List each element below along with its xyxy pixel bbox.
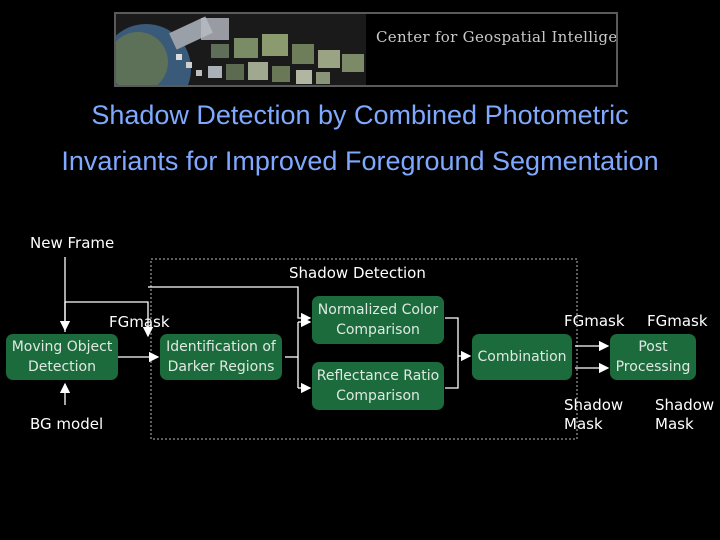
moving-object-detection-box: Moving Object Detection bbox=[6, 334, 118, 380]
post-processing-text: Post Processing bbox=[615, 339, 691, 375]
combination-box: Combination bbox=[472, 334, 572, 380]
shadow-mask-label-right: Shadow Mask bbox=[655, 396, 715, 433]
page-title-line-2: Invariants for Improved Foreground Segme… bbox=[61, 146, 659, 176]
moving-object-detection-text: Moving Object Detection bbox=[11, 339, 113, 375]
reflectance-ratio-comparison-text: Reflectance Ratio Comparison bbox=[316, 368, 440, 404]
fgmask-label-right: FGmask bbox=[647, 312, 708, 330]
post-processing-box: Post Processing bbox=[610, 334, 696, 380]
new-frame-label: New Frame bbox=[30, 234, 115, 252]
connector-frame-to-normalized bbox=[148, 286, 312, 324]
satellite-imagery-collage bbox=[116, 14, 366, 85]
shadow-detection-label: Shadow Detection bbox=[289, 264, 426, 282]
identification-darker-regions-box: Identification of Darker Regions bbox=[160, 334, 282, 380]
combination-text: Combination bbox=[477, 349, 567, 365]
normalized-color-comparison-text: Normalized Color Comparison bbox=[317, 302, 439, 338]
shadow-mask-label-mid: Shadow Mask bbox=[564, 396, 624, 433]
shadow-detection-region bbox=[150, 258, 578, 440]
identification-darker-regions-text: Identification of Darker Regions bbox=[166, 339, 276, 375]
page-title-line-1: Shadow Detection by Combined Photometric bbox=[91, 100, 629, 130]
header-banner: Center for Geospatial Intelligence bbox=[114, 12, 618, 87]
fgmask-label-left: FGmask bbox=[109, 313, 170, 331]
normalized-color-comparison-box: Normalized Color Comparison bbox=[312, 296, 444, 344]
connector-to-combination bbox=[445, 317, 459, 389]
banner-title: Center for Geospatial Intelligence bbox=[376, 28, 618, 46]
connector-frame-to-identification bbox=[65, 301, 154, 338]
reflectance-ratio-comparison-box: Reflectance Ratio Comparison bbox=[312, 362, 444, 410]
fgmask-label-mid: FGmask bbox=[564, 312, 625, 330]
bg-model-label: BG model bbox=[30, 415, 104, 433]
